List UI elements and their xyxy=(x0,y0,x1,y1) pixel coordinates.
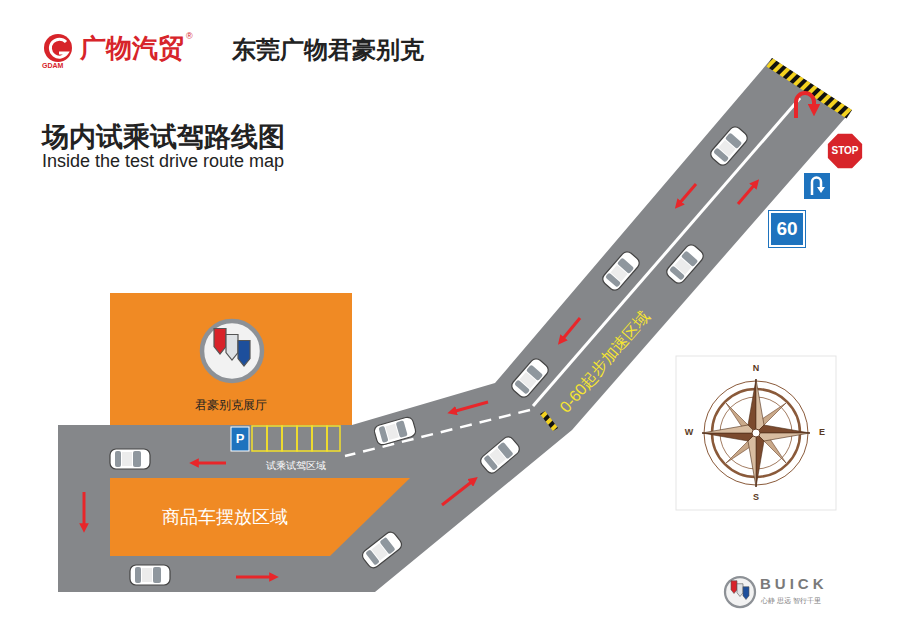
map-graphic xyxy=(756,379,764,433)
map-graphic xyxy=(83,492,86,528)
map-graphic xyxy=(600,249,641,292)
map-graphic xyxy=(509,356,550,399)
u-turn-sign-head xyxy=(817,187,825,193)
map-graphic xyxy=(752,429,760,437)
map-graphic xyxy=(743,587,749,600)
map-graphic xyxy=(236,576,274,579)
map-graphic xyxy=(442,480,474,505)
map-graphic xyxy=(748,433,756,487)
map-graphic xyxy=(748,379,756,433)
map-graphic xyxy=(194,462,226,465)
direction-arrows xyxy=(84,183,756,577)
compass-frame xyxy=(676,356,836,510)
map-graphic xyxy=(327,426,340,451)
node-label: STOP xyxy=(831,145,858,157)
map-graphic xyxy=(738,183,756,204)
map-graphic xyxy=(737,584,743,597)
map-graphic xyxy=(702,433,756,441)
map-label: P xyxy=(231,427,249,451)
compass-letter: W xyxy=(685,428,694,438)
map-graphic xyxy=(214,329,226,355)
map-label: ® xyxy=(186,32,193,42)
speed-sign: 60 xyxy=(769,211,805,247)
compass-letter: S xyxy=(753,493,759,503)
display-area: 商品车摆放区域 xyxy=(110,478,410,556)
u-turn-sign-arrow xyxy=(812,178,821,195)
map-label: 广物汽贸 xyxy=(80,34,184,63)
map-graphic xyxy=(827,133,863,169)
compass-rose xyxy=(702,379,810,487)
u-turn-mark xyxy=(796,93,814,118)
parking-sign xyxy=(231,427,249,451)
parking-slots xyxy=(252,426,340,451)
map-graphic xyxy=(756,433,764,487)
gdam-logo xyxy=(44,34,72,62)
node-label: 商品车摆放区域 xyxy=(162,507,288,528)
map-graphic xyxy=(725,577,755,607)
map-graphic xyxy=(297,426,312,451)
map-graphic xyxy=(731,581,737,594)
map-graphic xyxy=(267,426,282,451)
map-graphic xyxy=(50,39,67,57)
map-graphic xyxy=(130,565,170,585)
hazard-stripe xyxy=(767,58,853,118)
map-graphic xyxy=(226,335,238,361)
map-graphic xyxy=(664,242,705,285)
map-label: GDAM xyxy=(42,62,63,70)
showroom-block: 君豪别克展厅 xyxy=(110,293,352,425)
map-label: 心静 思远 智行千里 xyxy=(761,597,821,605)
node-label: 60 xyxy=(776,218,797,240)
tri-shield xyxy=(725,577,755,607)
map-label: BUICK xyxy=(760,576,828,593)
u-turn-sign xyxy=(803,172,831,200)
stop-sign: STOP xyxy=(826,132,864,170)
map-graphic xyxy=(678,184,696,205)
map-graphic xyxy=(756,433,810,441)
map-graphic xyxy=(110,449,150,469)
map-graphic xyxy=(561,318,580,341)
buick-logo xyxy=(725,577,755,607)
node-label: 君豪别克展厅 xyxy=(195,399,267,413)
hazard-stripe xyxy=(540,411,558,431)
map-graphic xyxy=(478,434,521,475)
compass-letter: N xyxy=(753,364,760,374)
map-graphic xyxy=(708,124,749,167)
map-graphic xyxy=(452,402,488,412)
map-graphic xyxy=(252,426,267,451)
map-graphic xyxy=(756,425,810,433)
map-graphic xyxy=(373,416,417,446)
map-title: 场内试乘试驾路线图 xyxy=(42,119,285,155)
tri-shield xyxy=(202,321,262,381)
map-graphic xyxy=(702,425,756,433)
node-label: 试乘试驾区域 xyxy=(266,460,326,472)
map-graphic xyxy=(238,341,250,367)
map-graphic xyxy=(702,379,810,487)
test-drive-bay: 试乘试驾区域 xyxy=(250,424,342,472)
map-graphic xyxy=(360,530,404,570)
map-graphic xyxy=(202,321,262,381)
map-graphic xyxy=(110,478,410,556)
map-graphic xyxy=(282,426,297,451)
cars xyxy=(110,124,750,585)
map-graphic xyxy=(312,426,327,451)
compass-letter: E xyxy=(819,428,825,438)
map-label: 东莞广物君豪别克 xyxy=(232,37,424,63)
map-graphic xyxy=(44,34,72,62)
map-label: Inside the test drive route map xyxy=(42,152,284,172)
